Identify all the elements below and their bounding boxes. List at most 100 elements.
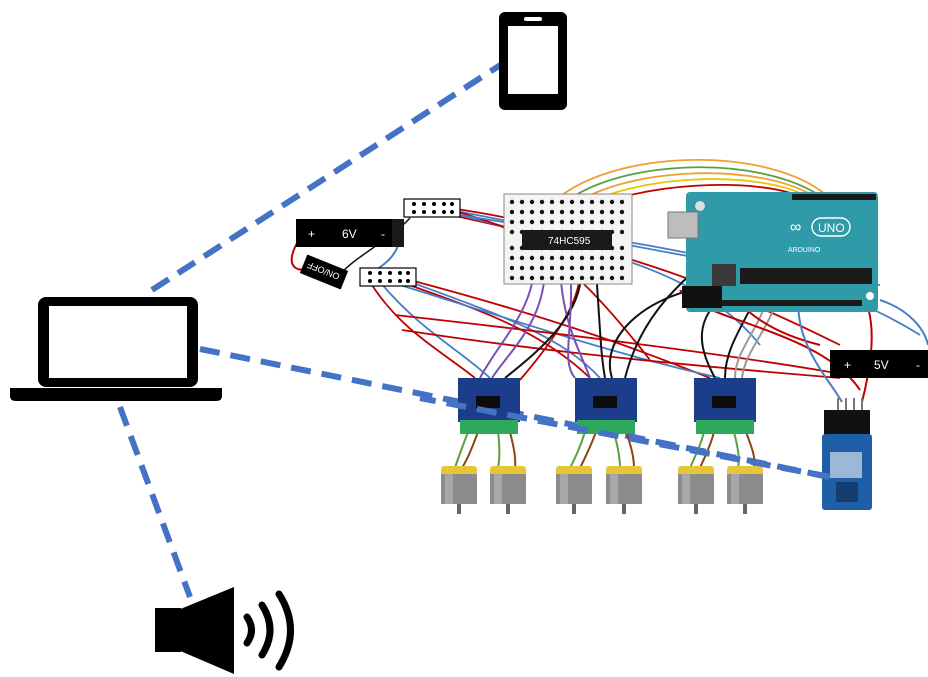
breadboard-hole xyxy=(549,265,555,271)
breadboard-hole xyxy=(509,199,515,205)
header-bottom xyxy=(359,267,417,287)
breadboard-hole xyxy=(529,275,535,281)
breadboard-hole xyxy=(509,219,515,225)
breadboard-hole xyxy=(599,209,605,215)
dc-motor xyxy=(441,466,477,514)
dc-motor xyxy=(556,466,592,514)
battery-5v-voltage: 5V xyxy=(874,358,889,372)
breadboard-hole xyxy=(529,199,535,205)
breadboard-hole xyxy=(529,209,535,215)
speaker-icon xyxy=(155,587,294,674)
breadboard-hole xyxy=(559,275,565,281)
laptop-icon xyxy=(10,297,222,401)
battery-6v-plus: + xyxy=(308,227,315,241)
battery-6v-voltage: 6V xyxy=(342,227,357,241)
header-top xyxy=(403,198,461,218)
power-switch: ON/OFF xyxy=(299,254,349,290)
breadboard-hole xyxy=(599,275,605,281)
breadboard-hole xyxy=(539,219,545,225)
motor-driver-3 xyxy=(694,378,756,434)
arduino-logo: ∞ xyxy=(790,219,801,236)
breadboard-hole xyxy=(599,255,605,261)
breadboard-hole xyxy=(529,265,535,271)
battery-6v: + 6V - xyxy=(296,219,404,247)
breadboard-hole xyxy=(539,209,545,215)
breadboard-hole xyxy=(559,219,565,225)
breadboard-hole xyxy=(559,209,565,215)
breadboard-hole xyxy=(549,199,555,205)
breadboard-hole xyxy=(519,219,525,225)
breadboard-hole xyxy=(589,209,595,215)
breadboard-hole xyxy=(619,265,625,271)
shift-register-chip xyxy=(522,230,612,250)
motor-driver-1 xyxy=(458,378,520,434)
dc-motor xyxy=(727,466,763,514)
breadboard-hole xyxy=(569,265,575,271)
wireless-links xyxy=(117,59,831,599)
breadboard-hole xyxy=(509,255,515,261)
breadboard-hole xyxy=(619,219,625,225)
breadboard-hole xyxy=(519,265,525,271)
breadboard-hole xyxy=(579,199,585,205)
breadboard-hole xyxy=(539,199,545,205)
breadboard-hole xyxy=(579,255,585,261)
breadboard-hole xyxy=(609,199,615,205)
breadboard-hole xyxy=(519,275,525,281)
breadboard-hole xyxy=(569,255,575,261)
breadboard-hole xyxy=(609,219,615,225)
breadboard-hole xyxy=(589,275,595,281)
breadboard-hole xyxy=(569,275,575,281)
motor-driver-2 xyxy=(575,378,637,434)
breadboard-hole xyxy=(589,265,595,271)
motors xyxy=(441,466,763,514)
breadboard-hole xyxy=(509,275,515,281)
breadboard-hole xyxy=(549,255,555,261)
breadboard-hole xyxy=(579,275,585,281)
breadboard-hole xyxy=(549,209,555,215)
breadboard-hole xyxy=(549,275,555,281)
battery-5v: + 5V - xyxy=(830,350,928,378)
breadboard-hole xyxy=(579,209,585,215)
breadboard-hole xyxy=(599,265,605,271)
dc-motor xyxy=(678,466,714,514)
breadboard-hole xyxy=(609,275,615,281)
breadboard-hole xyxy=(619,245,625,251)
arduino-brand: ARDUINO xyxy=(788,247,821,254)
breadboard-hole xyxy=(619,209,625,215)
breadboard-hole xyxy=(609,265,615,271)
breadboard-hole xyxy=(569,209,575,215)
breadboard: 74HC595 xyxy=(503,193,633,285)
breadboard-hole xyxy=(519,255,525,261)
breadboard-hole xyxy=(509,229,515,235)
dc-motor xyxy=(606,466,642,514)
link-laptop-phone xyxy=(150,59,507,293)
breadboard-hole xyxy=(519,199,525,205)
bluetooth-module xyxy=(822,398,872,510)
breadboard-hole xyxy=(579,219,585,225)
link-overlay xyxy=(419,395,831,480)
breadboard-hole xyxy=(509,245,515,251)
breadboard-hole xyxy=(549,219,555,225)
breadboard-hole xyxy=(559,199,565,205)
breadboard-hole xyxy=(599,199,605,205)
shift-register-label: 74HC595 xyxy=(548,236,591,247)
breadboard-hole xyxy=(559,255,565,261)
breadboard-hole xyxy=(599,219,605,225)
breadboard-hole xyxy=(619,199,625,205)
breadboard-hole xyxy=(559,265,565,271)
battery-5v-minus: - xyxy=(916,358,920,372)
breadboard-hole xyxy=(579,265,585,271)
breadboard-hole xyxy=(609,255,615,261)
breadboard-hole xyxy=(509,265,515,271)
arduino-uno: ∞ UNO ARDUINO xyxy=(667,192,878,312)
breadboard-hole xyxy=(529,219,535,225)
breadboard-hole xyxy=(569,219,575,225)
battery-6v-minus: - xyxy=(381,227,385,241)
smartphone-icon xyxy=(499,12,567,110)
breadboard-hole xyxy=(609,209,615,215)
breadboard-hole xyxy=(509,209,515,215)
breadboard-hole xyxy=(569,199,575,205)
battery-5v-plus: + xyxy=(844,358,851,372)
breadboard-hole xyxy=(619,229,625,235)
